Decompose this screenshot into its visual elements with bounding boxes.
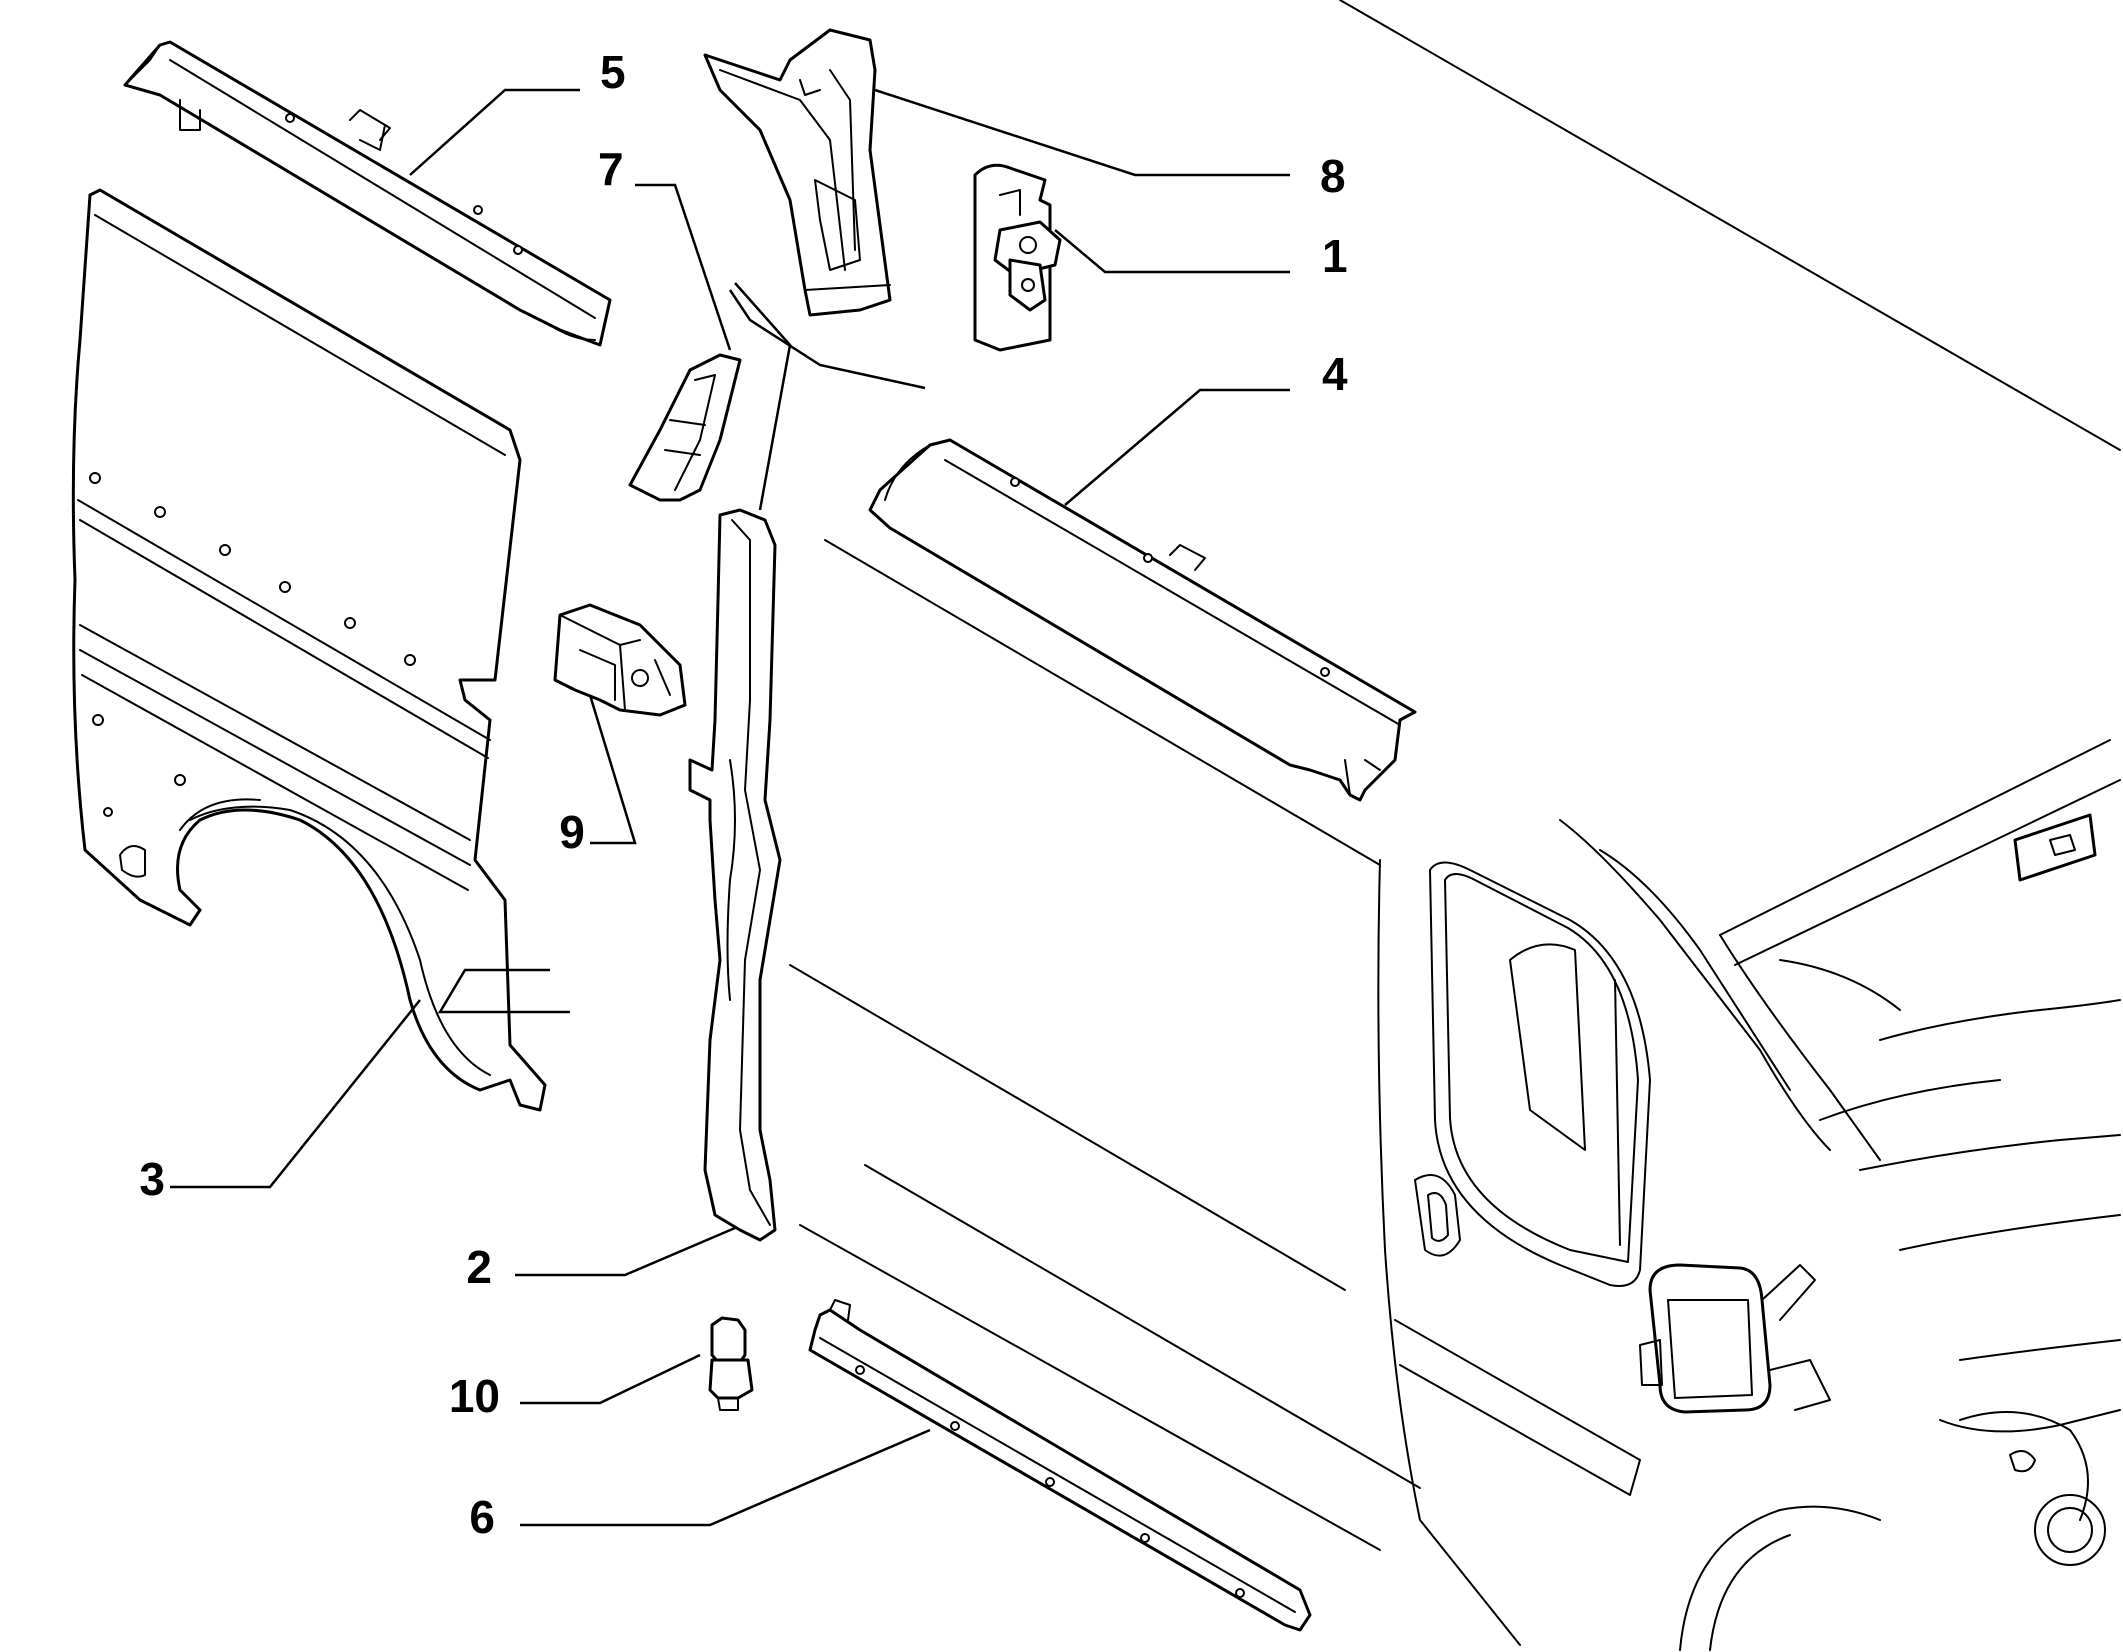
part-5-upper-rear-rail [123,40,612,347]
part-8-upper-pillar-bracket [703,28,892,317]
leader-lines [170,88,1290,1527]
part-2-long-vertical-pillar [688,508,782,1242]
leader-line-6 [520,1428,931,1527]
callout-5: 5 [600,46,626,98]
leader-line-5 [409,88,580,176]
callout-3: 3 [139,1153,165,1205]
leader-line-8 [874,88,1290,177]
part-1-latch-bracket [973,163,1062,352]
leader-line-10 [520,1353,701,1405]
leader-line-1 [1054,229,1290,274]
leader-line-4 [1064,388,1290,506]
callout-1: 1 [1322,230,1348,282]
van-body-outline [789,0,2121,1651]
part-3-rear-side-panel [71,188,547,1112]
leader-line-7c [734,282,792,511]
callout-9: 9 [559,806,585,858]
callout-2: 2 [466,1241,492,1293]
leader-line-9 [588,694,637,845]
callout-7: 7 [598,143,624,195]
callout-8: 8 [1320,150,1346,202]
leader-line-7b [728,289,926,390]
callout-labels: 3 2 10 6 5 7 8 1 4 9 [139,46,1348,1543]
callout-10: 10 [449,1370,500,1422]
part-9-small-bracket [553,603,687,717]
callout-6: 6 [469,1491,495,1543]
leader-line-3-curve [170,999,421,1189]
part-6-lower-sill-rail [808,1299,1312,1632]
leader-line-2 [515,1226,736,1277]
part-4-front-upper-rail [868,438,1417,802]
part-7-pillar-reinforcement [628,353,742,502]
leader-line-3 [437,968,570,1014]
leader-line-7 [635,183,732,351]
callout-4: 4 [1322,348,1348,400]
part-10-fastener [708,1316,754,1411]
